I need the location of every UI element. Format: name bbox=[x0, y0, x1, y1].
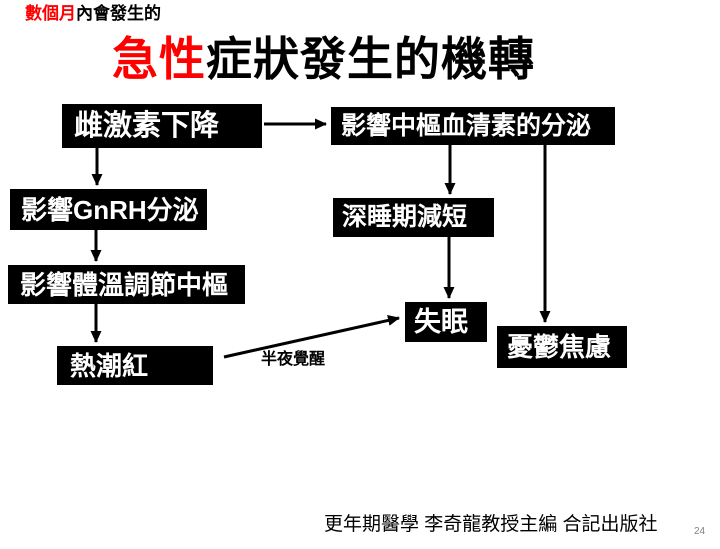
subtitle-highlight: 數個月 bbox=[25, 4, 76, 23]
node-estrogen-decline: 雌激素下降 bbox=[62, 104, 262, 148]
node-deep-sleep-shorten: 深睡期減短 bbox=[333, 198, 494, 237]
reference-text: 更年期醫學 李奇龍教授主編 合記出版社 bbox=[324, 514, 658, 535]
node-insomnia: 失眠 bbox=[405, 302, 487, 342]
node-hot-flash: 熱潮紅 bbox=[57, 346, 213, 385]
slide-title: 急性症狀發生的機轉 bbox=[112, 33, 535, 86]
label-midnight-waking: 半夜覺醒 bbox=[261, 351, 326, 368]
title-highlight: 急性 bbox=[112, 33, 206, 85]
node-thermoregulation: 影響體溫調節中樞 bbox=[8, 265, 245, 304]
slide-page-number: 24 bbox=[694, 526, 706, 537]
slide-subtitle: 數個月內會發生的 bbox=[25, 4, 161, 24]
node-gnrh-secretion: 影響GnRH分泌 bbox=[10, 189, 207, 230]
node-anxiety-depression: 憂鬱焦慮 bbox=[497, 326, 627, 368]
node-serotonin-secretion: 影響中樞血清素的分泌 bbox=[331, 107, 615, 145]
title-rest: 症狀發生的機轉 bbox=[206, 33, 535, 85]
subtitle-rest: 內會發生的 bbox=[76, 4, 161, 23]
